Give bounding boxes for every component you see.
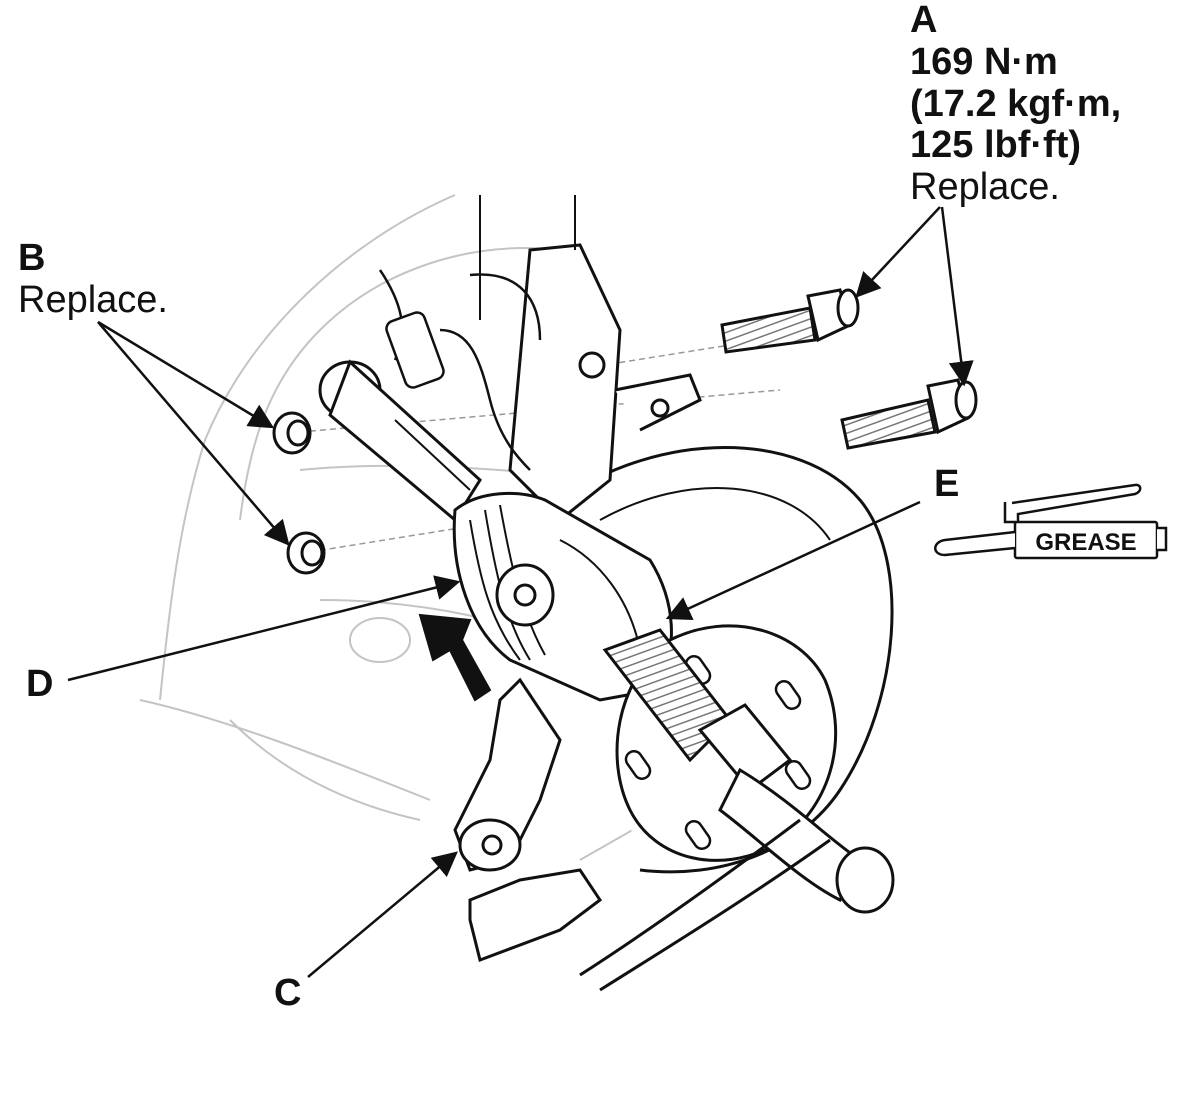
leader-b-upper: [97, 320, 275, 429]
callout-a: A 169 N·m (17.2 kgf·m, 125 lbf·ft) Repla…: [910, 0, 1121, 209]
mounting-bolts: [720, 288, 978, 450]
callout-d-letter: D: [26, 663, 54, 705]
callout-a-torque-kgf: (17.2 kgf·m,: [910, 82, 1122, 125]
callout-b-letter: B: [18, 237, 46, 279]
leader-lines: [67, 206, 974, 978]
callout-a-torque-nm: 169 N·m: [910, 40, 1058, 83]
leader-a-upper: [855, 206, 941, 298]
callout-b-note: Replace.: [18, 278, 168, 321]
leader-d: [67, 575, 461, 682]
callout-d: D: [26, 663, 54, 706]
grease-label: GREASE: [1035, 529, 1136, 556]
callout-c-letter: C: [274, 972, 302, 1014]
bolt-lower: [840, 378, 978, 450]
grease-gun-icon: GREASE: [934, 483, 1168, 560]
nut-upper: [272, 411, 312, 455]
callout-b: B Replace.: [18, 237, 168, 322]
bolt-upper: [720, 288, 860, 354]
callout-e-letter: E: [934, 463, 960, 505]
leader-c: [307, 851, 458, 978]
direction-arrow: [418, 613, 492, 702]
leader-b-lower: [97, 321, 290, 546]
driveshaft: [318, 359, 482, 523]
callout-a-letter: A: [910, 0, 938, 41]
installer-tool: [579, 767, 895, 992]
nut-lower: [286, 531, 326, 575]
self-locking-nuts: [272, 411, 326, 575]
callout-e: E: [934, 463, 960, 506]
callout-a-torque-lbf: 125 lbf·ft): [910, 124, 1081, 167]
callout-a-note: Replace.: [910, 166, 1060, 209]
lower-knuckle-arm: [453, 677, 603, 962]
leader-a-lower: [940, 206, 974, 387]
callout-c: C: [274, 972, 302, 1015]
sensor-wiring: [378, 269, 542, 471]
splined-shaft: [602, 628, 793, 793]
wheel-studs: [624, 655, 812, 850]
leader-e: [665, 500, 921, 620]
